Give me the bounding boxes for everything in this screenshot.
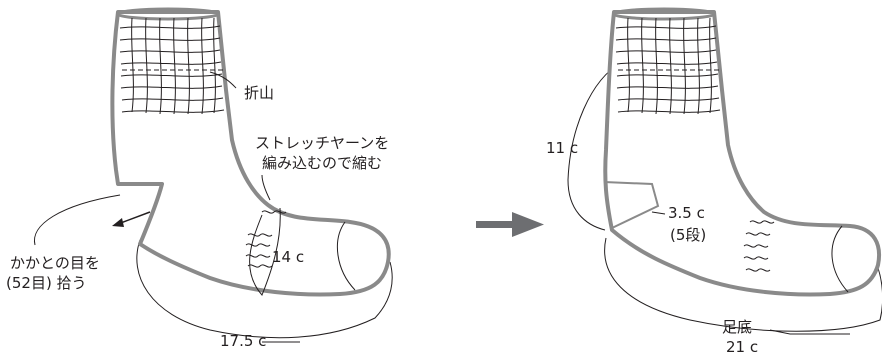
left-cuff-grid	[119, 17, 225, 115]
leg-count: 11 c	[546, 139, 578, 157]
fold-leader	[209, 71, 237, 89]
right-cuff-grid	[615, 17, 721, 115]
right-sole-curve	[604, 237, 882, 332]
left-sole-curve	[136, 239, 393, 339]
right-sole-count: 21 c	[726, 338, 758, 356]
fold-label: 折山	[244, 84, 274, 102]
sole-count: 17.5 c	[220, 332, 266, 350]
left-toe-line	[337, 221, 356, 291]
right-sock-outline	[603, 10, 881, 297]
instep-count: 14 c	[272, 248, 304, 266]
right-arrow-icon	[476, 212, 544, 237]
right-heel-gusset	[603, 181, 660, 229]
left-sock	[34, 7, 393, 343]
left-heel-curve	[34, 194, 121, 246]
left-cuff-rim	[116, 7, 220, 21]
heel-rows: (5段)	[670, 226, 706, 244]
stretch-note-line2: 編み込むので縮む	[262, 154, 382, 172]
heel-note-line1: かかとの目を	[10, 254, 100, 272]
right-leg-curve	[567, 61, 623, 231]
stretch-leader	[261, 174, 271, 201]
right-sole-leader	[769, 329, 850, 335]
right-cuff-rim	[612, 7, 716, 21]
right-stretch-squiggles	[743, 220, 775, 272]
right-toe-line	[831, 225, 849, 293]
right-sock	[567, 7, 882, 335]
stretch-note-line1: ストレッチヤーンを	[255, 134, 389, 152]
sole-label: 足底	[722, 318, 752, 336]
heel-arrow-icon	[112, 211, 151, 227]
left-stretch-squiggles	[245, 207, 287, 296]
heel-note-line2: (52目) 拾う	[6, 274, 87, 292]
heel-count-leader	[651, 211, 666, 215]
heel-count: 3.5 c	[668, 204, 705, 222]
